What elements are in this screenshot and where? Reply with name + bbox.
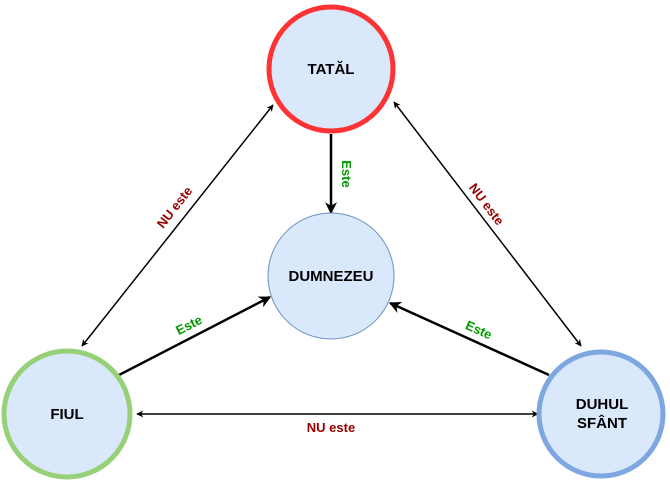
node-tatal-circle <box>266 4 396 134</box>
node-tatal-label: TATĂL <box>308 61 355 78</box>
edge-label-tatal-fiul: NU este <box>154 184 196 231</box>
node-dumnezeu[interactable]: DUMNEZEU <box>267 212 395 340</box>
edge-duhul-dumnezeu <box>388 301 550 377</box>
node-fiul-label: FIUL <box>50 406 83 423</box>
edge-tatal-duhul <box>393 101 582 347</box>
node-fiul-circle <box>1 348 133 480</box>
node-duhul-sfant-circle <box>536 349 666 479</box>
node-duhul-sfant-label-line1: DUHUL <box>576 396 629 413</box>
node-dumnezeu-circle <box>267 212 395 340</box>
edge-fiul-dumnezeu <box>118 295 272 377</box>
edge-label-fiul-duhul: NU este <box>307 420 355 435</box>
node-duhul-sfant-label-line2: SFÂNT <box>577 414 627 432</box>
node-tatal[interactable]: TATĂL <box>266 4 396 134</box>
node-fiul[interactable]: FIUL <box>1 348 133 480</box>
edge-label-tatal-dumnezeu: Este <box>339 160 354 187</box>
node-dumnezeu-label: DUMNEZEU <box>289 268 374 285</box>
edge-tatal-fiul <box>81 104 274 347</box>
node-duhul-sfant[interactable]: DUHUL SFÂNT <box>536 349 666 479</box>
